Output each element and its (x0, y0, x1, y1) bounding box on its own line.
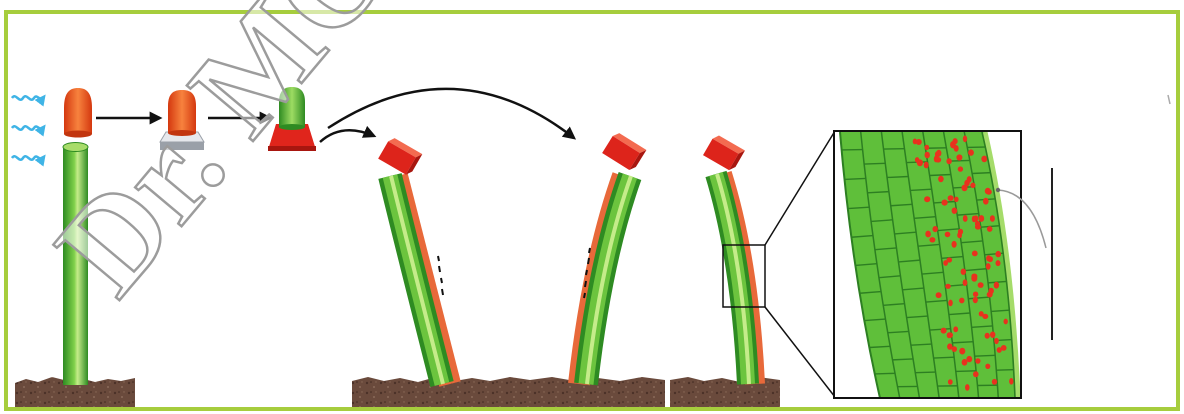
auxin-dot (963, 279, 968, 286)
auxin-dot (965, 384, 970, 391)
auxin-dot (973, 371, 979, 377)
cell-wall-cross (956, 371, 976, 372)
auxin-dot (1001, 345, 1007, 351)
pointer-dot (996, 188, 1000, 192)
auxin-dot (978, 282, 984, 288)
auxin-dot (973, 292, 978, 297)
auxin-dot (938, 176, 944, 182)
auxin-dot (986, 263, 991, 270)
auxin-dot (959, 348, 965, 355)
auxin-dot (945, 284, 951, 289)
auxin-dot (972, 251, 978, 257)
auxin-dot (954, 145, 959, 152)
auxin-dot (958, 166, 963, 171)
auxin-dot (990, 215, 995, 222)
auxin-dot (996, 260, 1001, 266)
auxin-dot (961, 269, 966, 275)
auxin-dot (924, 162, 929, 169)
tip-base (64, 131, 92, 138)
auxin-dot (945, 232, 951, 238)
auxin-dot (1009, 378, 1013, 385)
auxin-dot (946, 158, 951, 164)
cut-surface (63, 143, 88, 152)
cell-wall-cross (893, 359, 914, 360)
auxin-dot (933, 226, 938, 232)
cell-wall-cross (930, 174, 951, 175)
auxin-dot (948, 195, 954, 201)
auxin-dot (925, 152, 930, 159)
tip-dome (64, 88, 92, 134)
auxin-dot (989, 288, 994, 294)
auxin-dot (929, 237, 935, 242)
auxin-dot (961, 185, 967, 192)
auxin-dot (916, 139, 922, 145)
auxin-dot (915, 157, 919, 163)
auxin-dot (925, 231, 931, 238)
cell-wall-cross (887, 176, 908, 177)
soil-block (352, 377, 665, 407)
auxin-dot (985, 188, 991, 195)
auxin-dot (954, 197, 959, 202)
auxin-dot (935, 151, 940, 157)
auxin-dot (983, 198, 989, 205)
auxin-dot (952, 208, 958, 214)
auxin-dot (994, 338, 999, 344)
auxin-dot (947, 343, 952, 349)
auxin-dot (953, 138, 958, 144)
auxin-dot (990, 332, 995, 338)
auxin-dot (936, 292, 942, 298)
coleoptile-tip-orange (64, 88, 92, 138)
auxin-dot (987, 226, 993, 232)
auxin-dot (994, 282, 999, 289)
auxin-dot (979, 215, 985, 222)
auxin-dot (947, 332, 953, 338)
auxin-dot (947, 257, 953, 262)
auxin-dot (981, 156, 987, 163)
auxin-dot (952, 241, 957, 248)
cell-wall-cross (844, 178, 865, 179)
auxin-dot (924, 145, 929, 150)
cell-wall-cross (975, 355, 996, 356)
cell-wall-cross (934, 357, 955, 358)
auxin-dot (1004, 319, 1008, 325)
auxin-dot (958, 229, 963, 235)
auxin-dot (973, 297, 978, 303)
auxin-dot (986, 255, 991, 261)
cell-wall-cross (915, 372, 935, 373)
magnified-tissue-view (834, 131, 1021, 398)
auxin-dot (941, 328, 947, 334)
auxin-dot (972, 216, 977, 223)
auxin-dot (963, 136, 967, 143)
auxin-dot (975, 358, 980, 364)
auxin-dot (985, 333, 990, 339)
auxin-dot (971, 275, 977, 281)
auxin-dot (975, 221, 980, 227)
cell-wall-cross (864, 163, 885, 164)
auxin-dot (948, 379, 953, 385)
cell-wall-cross (875, 373, 895, 374)
auxin-dot (963, 215, 968, 222)
auxin-dot (953, 326, 958, 332)
auxin-dot (995, 251, 1001, 257)
auxin-dot (924, 196, 930, 202)
auxin-dot (970, 183, 975, 189)
auxin-dot (935, 157, 941, 163)
auxin-dot (985, 364, 990, 369)
auxin-dot (968, 149, 974, 155)
auxin-dot (942, 200, 948, 206)
auxin-dot (979, 311, 984, 316)
auxin-dot (948, 300, 953, 307)
auxin-dot (959, 298, 964, 304)
auxin-dot (992, 379, 997, 385)
auxin-dot (966, 356, 972, 362)
auxin-dot (956, 154, 962, 160)
